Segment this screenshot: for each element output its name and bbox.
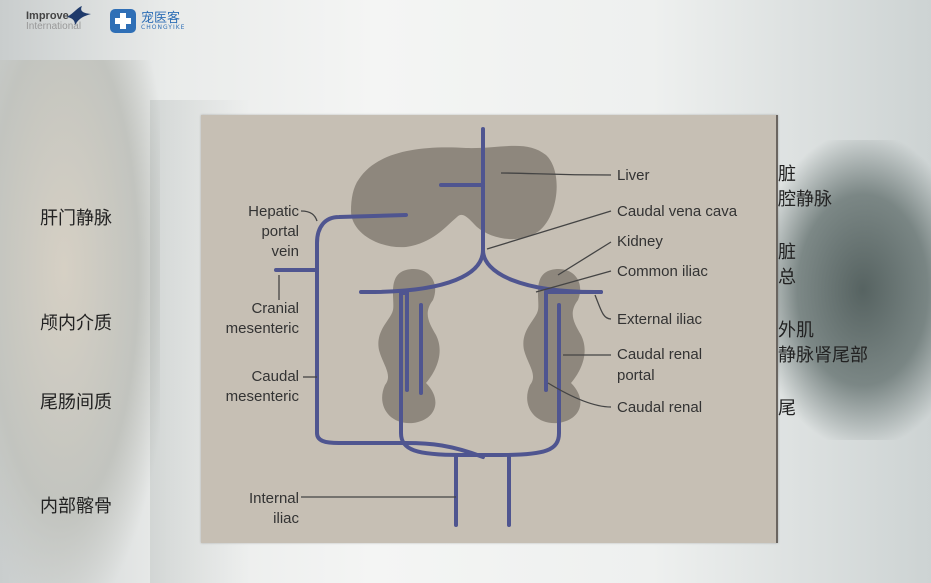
leader-common-iliac <box>535 270 612 293</box>
caudal-mesenteric-join <box>404 441 485 459</box>
background-blur-left <box>0 60 160 583</box>
label-common-iliac: Common iliac <box>617 263 708 280</box>
label-hepatic-portal-2: portal <box>261 223 299 240</box>
chongyike-logo: 宠医客 CHONGYIKE <box>109 8 185 34</box>
label-caudal-mesenteric-1: Caudal <box>251 368 299 385</box>
right-kidney-shape <box>523 269 585 424</box>
label-kidney: Kidney <box>617 233 663 250</box>
left-cn-label-2: 尾肠间质 <box>40 392 112 413</box>
left-cn-label-0: 肝门静脉 <box>40 208 112 229</box>
hepatic-portal-vein-vessel <box>315 213 408 445</box>
label-caudal-renal-portal-1: Caudal renal <box>617 346 702 363</box>
label-internal-iliac-1: Internal <box>249 490 299 507</box>
left-kidney-shape <box>378 269 440 424</box>
leader-caudal-renal <box>547 382 612 408</box>
caudal-renal-loop-left <box>399 291 561 457</box>
label-hepatic-portal-1: Hepatic <box>248 203 299 220</box>
left-cn-label-3: 内部髂骨 <box>40 496 112 517</box>
leader-liver <box>500 172 612 176</box>
label-cranial-mesenteric-2: mesenteric <box>226 320 300 337</box>
label-cranial-mesenteric-1: Cranial <box>251 300 299 317</box>
liver-shape <box>351 145 557 248</box>
leader-external-iliac <box>594 294 612 320</box>
label-caudal-mesenteric-2: mesenteric <box>226 388 300 405</box>
label-caudal-renal: Caudal renal <box>617 399 702 416</box>
improve-international-logo: Improve International <box>26 5 91 32</box>
label-caudal-renal-portal-2: portal <box>617 367 655 384</box>
left-cn-label-1: 颅内介质 <box>40 313 112 334</box>
medical-cross-icon <box>110 9 137 33</box>
renal-portal-diagram: Liver Caudal vena cava Kidney Common ili… <box>201 115 778 543</box>
label-liver: Liver <box>617 167 650 184</box>
leader-hepatic-portal-vein <box>300 210 318 222</box>
vascular-diagram-svg: Liver Caudal vena cava Kidney Common ili… <box>226 127 738 527</box>
label-internal-iliac-2: iliac <box>273 510 299 527</box>
header-logos: Improve International 宠医客 CHONGYIKE <box>26 5 185 34</box>
bird-icon <box>67 5 91 25</box>
label-hepatic-portal-3: vein <box>271 243 299 260</box>
leader-kidney <box>557 241 612 276</box>
label-caudal-vena-cava: Caudal vena cava <box>617 203 738 220</box>
leader-caudal-vena-cava <box>486 210 612 250</box>
label-external-iliac: External iliac <box>617 311 703 328</box>
background-blur-right <box>760 140 931 440</box>
